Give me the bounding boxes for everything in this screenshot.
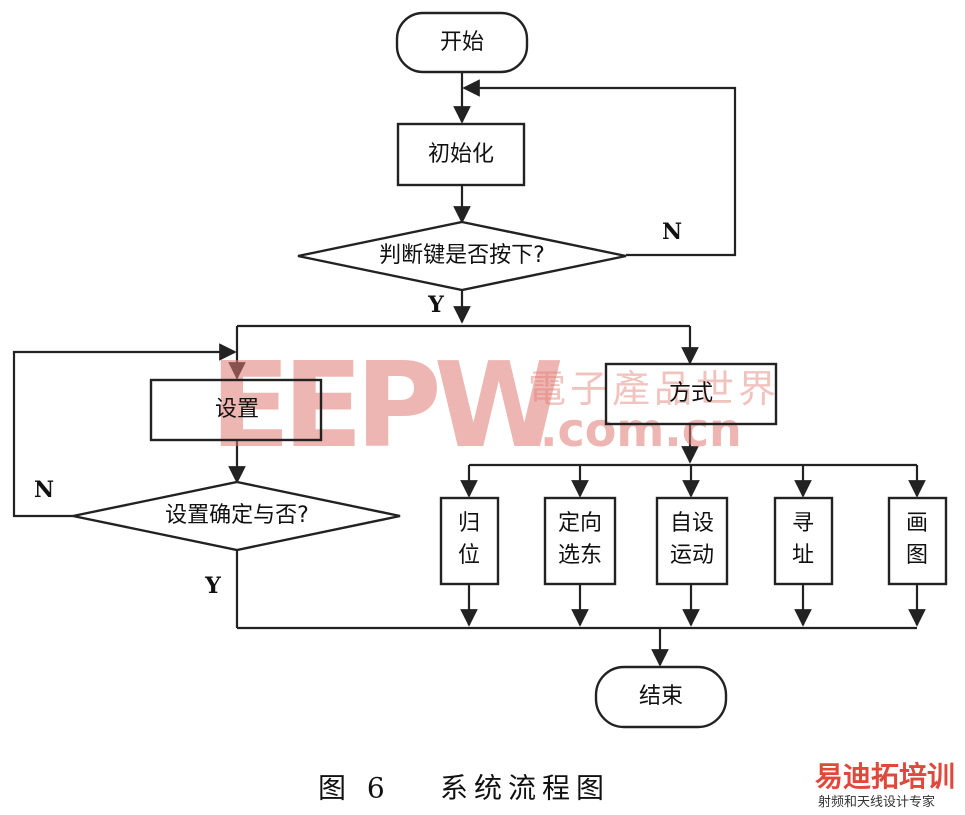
edge-key-no-loop xyxy=(462,79,737,257)
node-seek-line1: 寻 xyxy=(792,511,814,536)
watermark: EEPW 電子產品世界 .com.cn xyxy=(210,336,780,474)
node-custom xyxy=(655,496,729,586)
watermark-logo: EEPW xyxy=(210,336,561,474)
node-orient-line1: 定向 xyxy=(558,511,602,536)
node-custom-line2: 运动 xyxy=(670,543,714,568)
node-start xyxy=(395,11,529,74)
node-home-line2: 位 xyxy=(458,543,480,568)
caption-figure-number: 图 6 xyxy=(318,772,391,805)
node-key-check-label: 判断键是否按下? xyxy=(379,243,545,268)
node-end-label: 结束 xyxy=(639,684,683,709)
node-init xyxy=(396,122,526,187)
watermark-cn: 電子產品世界 xyxy=(528,367,780,411)
edge-setup-no-loop xyxy=(12,343,237,518)
corner-logo: 易迪拓培训 射频和天线设计专家 xyxy=(815,760,955,810)
label-key-yes: Y xyxy=(427,292,444,318)
node-start-label: 开始 xyxy=(440,30,484,55)
label-setup-no: N xyxy=(34,477,54,503)
node-home xyxy=(439,496,500,586)
node-orient xyxy=(543,496,617,586)
node-setup-confirm-label: 设置确定与否? xyxy=(165,503,309,528)
node-init-label: 初始化 xyxy=(428,142,494,167)
label-setup-yes: Y xyxy=(204,573,221,599)
caption-title: 系统流程图 xyxy=(440,772,610,805)
node-draw-line2: 图 xyxy=(906,543,928,568)
watermark-domain: .com.cn xyxy=(540,403,742,457)
node-seek-line2: 址 xyxy=(792,543,814,568)
node-mode-label: 方式 xyxy=(669,381,713,406)
node-setup-confirm xyxy=(72,480,401,552)
node-mode xyxy=(604,362,778,426)
node-key-check xyxy=(297,220,627,292)
node-draw-line1: 画 xyxy=(906,511,928,536)
node-setup-label: 设置 xyxy=(215,397,259,422)
node-seek xyxy=(773,496,834,586)
corner-logo-tagline: 射频和天线设计专家 xyxy=(818,794,935,810)
corner-logo-name: 易迪拓培训 xyxy=(815,760,955,793)
node-setup xyxy=(149,378,323,442)
node-home-line1: 归 xyxy=(458,511,480,536)
node-draw xyxy=(887,496,948,586)
node-custom-line1: 自设 xyxy=(670,511,714,536)
label-key-no: N xyxy=(662,219,682,245)
node-orient-line2: 选东 xyxy=(558,543,602,568)
node-end xyxy=(594,665,728,729)
